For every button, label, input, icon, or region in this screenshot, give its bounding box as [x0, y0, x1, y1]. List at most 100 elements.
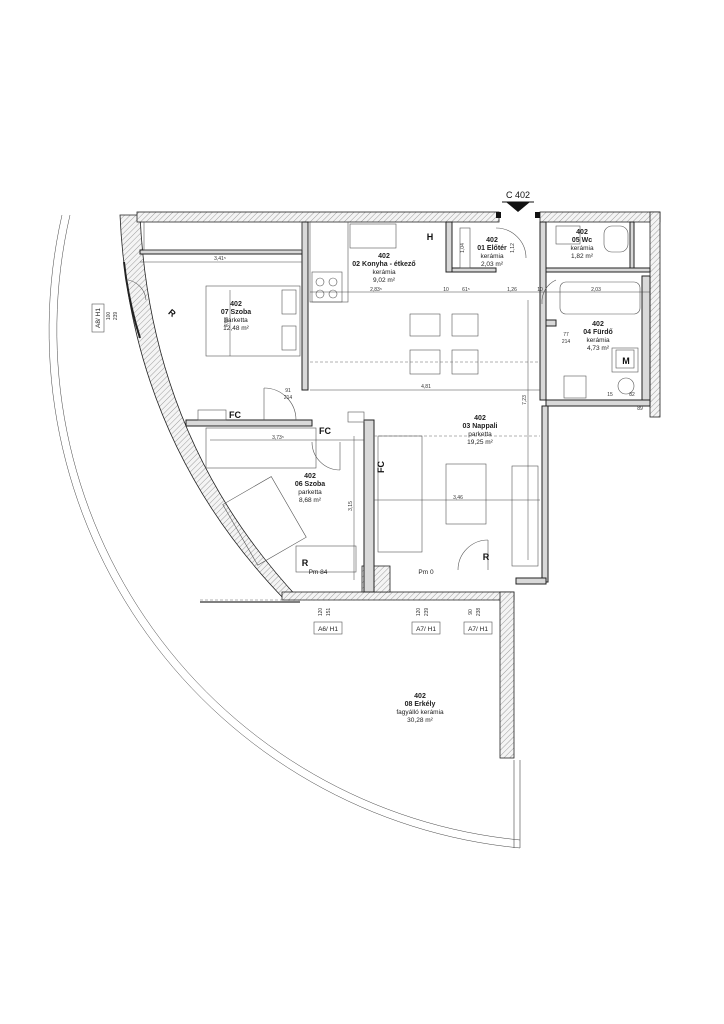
room-name: 06 Szoba: [295, 481, 325, 488]
dimension-label: 15: [607, 392, 613, 398]
opening-label: Pm 0: [418, 569, 434, 576]
room-name: 03 Nappali: [462, 423, 497, 430]
dimension-label: 151: [326, 608, 332, 617]
window-label: A8/ H1: [95, 308, 102, 328]
balcony-right-wall: [499, 591, 515, 759]
radiator-symbol: R: [483, 552, 490, 562]
top-exterior-wall: [136, 211, 500, 223]
fan-coil-symbol: FC: [229, 410, 241, 420]
living-corner-wall: [515, 577, 547, 585]
section-marker: C 402: [496, 190, 540, 218]
dimension-label: 3,73⁵: [272, 435, 284, 441]
room-finish: kerámia: [372, 269, 396, 276]
dimension-label: 3,15: [348, 501, 354, 511]
living-furniture: [374, 435, 540, 567]
dimension-label: 4,08: [224, 317, 230, 327]
living-right-wall: [541, 405, 549, 583]
dimension-label: 91: [285, 388, 291, 394]
room-name: 01 Előtér: [477, 245, 507, 252]
dimension-label: 1,26: [507, 287, 517, 293]
dimension-label: 214: [284, 395, 293, 401]
dimension-label: 120: [416, 608, 422, 617]
kitchen-furniture: [309, 221, 540, 375]
room-finish: kerámia: [480, 253, 504, 260]
heater-symbol: H: [427, 232, 434, 242]
room-number: 402: [474, 415, 486, 422]
room-number: 402: [304, 473, 316, 480]
room-name: 04 Fürdő: [583, 329, 613, 336]
balcony-outline: [48, 214, 521, 849]
fan-coil-symbol: FC: [376, 461, 386, 473]
window-label: A7/ H1: [416, 626, 436, 633]
section-marker-label: C 402: [506, 190, 530, 200]
balcony-markers: [313, 621, 493, 635]
room-number: 402: [576, 229, 588, 236]
room-area: 12,48 m²: [223, 325, 249, 332]
door-swings: [127, 227, 557, 571]
room-number: 402: [486, 237, 498, 244]
room-number: 402: [414, 693, 426, 700]
room-label-02: 402 02 Konyha - étkező kerámia 9,02 m²: [352, 253, 415, 284]
dimension-label: 239: [424, 608, 430, 617]
dimension-label: 120: [318, 608, 324, 617]
room-number: 402: [230, 301, 242, 308]
right-exterior-wall: [649, 211, 661, 418]
top-exterior-wall-right: [539, 211, 661, 223]
interior-partitions: [139, 221, 651, 593]
room-finish: fagyálló kerámia: [396, 709, 444, 716]
opening-label: Pm 84: [309, 569, 328, 576]
dimension-label: 89: [637, 406, 643, 412]
room-area: 2,03 m²: [481, 261, 504, 268]
room-label-07: 402 07 Szoba parketta 12,48 m²: [221, 301, 251, 332]
room-label-08: 402 08 Erkély fagyálló kerámia 30,28 m²: [396, 693, 444, 724]
room-name: 02 Konyha - étkező: [352, 261, 415, 268]
radiator-symbol: R: [166, 307, 178, 319]
dimension-labels: 3,41⁵ 2,83⁵ 10 61⁵ 1,26 10 2,03 4,81 3,7…: [106, 243, 643, 616]
dimension-label: 3,41⁵: [214, 256, 226, 262]
dimension-label: 77: [563, 332, 569, 338]
dimension-label: 2,83⁵: [370, 287, 382, 293]
wet-zone-bottom-wall: [545, 399, 651, 407]
room-area: 19,25 m²: [467, 439, 493, 446]
dimension-label: 10: [443, 287, 449, 293]
dimension-label: 1,12: [510, 243, 516, 253]
dimension-label: 82: [629, 392, 635, 398]
bedroom-07-furniture: [143, 221, 303, 357]
dimension-label: 10: [537, 287, 543, 293]
room-area: 4,73 m²: [587, 345, 610, 352]
dimension-label: 4,81: [421, 384, 431, 390]
curved-facade-wall: [119, 214, 301, 601]
window-label: A6/ H1: [318, 626, 338, 633]
room-label-06: 402 06 Szoba parketta 8,68 m²: [295, 473, 325, 504]
bottom-facade-wall: [281, 591, 515, 601]
dimension-lines: [140, 261, 650, 580]
room-label-05: 402 05 Wc kerámia 1,82 m²: [570, 229, 594, 260]
dimension-label: 100: [106, 312, 112, 321]
room-number: 402: [592, 321, 604, 328]
window-label: A7/ H1: [468, 626, 488, 633]
room-area: 1,82 m²: [571, 253, 594, 260]
room-name: 07 Szoba: [221, 309, 251, 316]
washing-machine-symbol: M: [622, 356, 630, 366]
room-label-03: 402 03 Nappali parketta 19,25 m²: [462, 415, 497, 446]
room-area: 30,28 m²: [407, 717, 433, 724]
room-finish: kerámia: [586, 337, 610, 344]
bedroom-06-furniture: [197, 409, 365, 573]
dimension-label: 2,03: [591, 287, 601, 293]
room-finish: parketta: [224, 317, 248, 324]
room-finish: kerámia: [570, 245, 594, 252]
room-finish: parketta: [298, 489, 322, 496]
room-area: 9,02 m²: [373, 277, 396, 284]
room-number: 402: [378, 253, 390, 260]
room-area: 8,68 m²: [299, 497, 322, 504]
dimension-label: 239: [113, 312, 119, 321]
dimension-label: 90: [468, 609, 474, 615]
bathroom-fixtures: [459, 225, 641, 399]
dimension-label: 1,04: [460, 243, 466, 253]
room-name: 05 Wc: [572, 237, 592, 244]
room-label-04: 402 04 Fürdő kerámia 4,73 m²: [583, 321, 613, 352]
dimension-label: 3,46: [453, 495, 463, 501]
dimension-label: 238: [476, 608, 482, 617]
radiator-symbol: R: [302, 558, 309, 568]
